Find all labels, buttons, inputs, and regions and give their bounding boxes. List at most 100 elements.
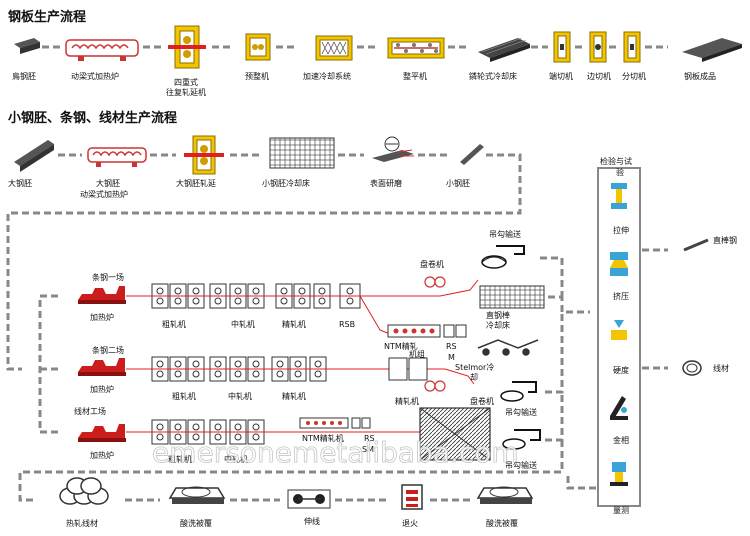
label-anneal: 退火 (402, 519, 418, 528)
label-pickle-1: 酸洗被覆 (180, 518, 212, 528)
title-billet: 小钢胚、条钢、线材生产流程 (8, 110, 177, 126)
label-inter-1: 中轧机 (231, 319, 255, 329)
label-coiler: 盘卷机 (420, 259, 444, 269)
billet-cooling-bed-icon (269, 137, 335, 169)
mill-feed-bracket (38, 294, 58, 434)
label-bloom-rolling: 大钢胚轧延 (176, 178, 216, 188)
label-stelmor-2: 却 (470, 372, 478, 382)
label-bar1: 条钢一场 (92, 272, 124, 282)
label-side-cut: 边切机 (587, 71, 611, 81)
label-wire-rod: 线材 (713, 363, 729, 373)
straight-bar-product-icon (683, 238, 709, 252)
label-rsm-c: SM (362, 445, 374, 454)
label-inter-3: 中轧机 (224, 454, 248, 464)
label-rsm-b: M (448, 353, 455, 362)
label-hook-1: 吊勾输送 (489, 229, 521, 239)
bloom-icon (14, 140, 54, 172)
label-divide-cut: 分切机 (622, 71, 646, 81)
label-inspection-2: 验 (616, 167, 624, 177)
label-rough-3: 粗轧机 (168, 454, 192, 464)
label-metallo: 金相 (613, 435, 629, 445)
label-cooling: 加速冷却系统 (303, 71, 351, 81)
wire-rod-product-icon (682, 360, 702, 376)
annealing-furnace-icon (401, 484, 423, 510)
label-billet-furnace-a: 大钢胚 (96, 178, 120, 188)
label-hot-wire: 热轧线材 (66, 518, 98, 528)
label-bar1-furnace: 加热炉 (90, 312, 114, 322)
label-leveler: 整平机 (403, 71, 427, 81)
label-hook-3: 吊勾输送 (505, 460, 537, 470)
hot-wire-coil-icon (59, 477, 109, 505)
label-wire-plant: 线材工场 (74, 406, 106, 416)
label-mill-a: 四重式 (174, 77, 198, 87)
label-rough-1: 粗轧机 (162, 319, 186, 329)
label-compress: 挤压 (613, 291, 629, 301)
label-ntm3: NTM精轧机 (302, 433, 344, 443)
grinding-icon (372, 136, 414, 162)
inspection-out-arrows (642, 248, 668, 370)
pre-leveler-icon (245, 33, 271, 61)
coiler-icon-2 (424, 380, 446, 392)
inspection-panel (597, 167, 641, 507)
watermark: emersonemetalibaba.com (152, 436, 519, 469)
label-billet: 小钢胚 (446, 178, 470, 188)
title-plate: 钢板生产流程 (8, 9, 86, 25)
label-billet-coolbed: 小钢胚冷却床 (262, 178, 310, 188)
label-finish-2: 精轧机 (282, 391, 306, 401)
label-bar2: 条钢二场 (92, 345, 124, 355)
billet-icon (460, 144, 484, 165)
label-ntm-2: 机组 (409, 349, 425, 359)
hook-conveyor-icon-1 (481, 245, 525, 269)
ntm-block-1 (387, 324, 467, 338)
label-inspection: 检验与试 (600, 156, 632, 166)
label-stelmor: Stelmor冷 (455, 362, 494, 372)
label-rough-2: 粗轧机 (172, 391, 196, 401)
label-wire-furnace: 加热炉 (90, 450, 114, 460)
label-hook-2: 吊勾输送 (505, 407, 537, 417)
walking-beam-furnace-icon (65, 39, 139, 61)
slab-icon (14, 38, 40, 54)
wire-drawing-icon (287, 489, 331, 509)
coiler-icon-1 (424, 276, 446, 288)
bloom-mill-icon (184, 135, 224, 175)
plate-product-icon (682, 38, 742, 62)
accelerated-cooling-icon (315, 35, 353, 61)
label-hardness: 硬度 (613, 365, 629, 375)
label-measure: 量测 (613, 506, 629, 515)
leveler-icon (387, 37, 445, 59)
tensile-test-icon (611, 183, 627, 209)
stelmor-conveyor-icon (419, 407, 491, 461)
label-furnace: 动梁式加热炉 (71, 71, 119, 81)
hook-conveyor-icon-3 (502, 429, 541, 450)
label-bloom: 大钢胚 (8, 178, 32, 188)
label-finish-3: 精轧机 (395, 396, 419, 406)
label-rsm-c-a: RS (364, 434, 375, 443)
metallography-icon (610, 396, 628, 420)
label-slab: 鳥钢胚 (12, 71, 36, 81)
label-straight-bar: 直棒钢 (713, 235, 737, 245)
label-drawing: 伸线 (304, 516, 320, 526)
hot-lines (126, 279, 479, 433)
disc-cooling-bed-icon (478, 37, 530, 62)
compression-test-icon (610, 252, 628, 276)
label-plate-product: 钢板成品 (684, 71, 716, 81)
bar2-furnace-icon (78, 358, 126, 376)
label-straight-2: 冷却床 (486, 320, 510, 330)
billet-furnace-icon (87, 147, 147, 167)
side-shear-icon (589, 31, 607, 63)
bar2-finish-extra (388, 357, 428, 381)
measurement-icon (610, 462, 628, 486)
straight-bar-coolbed-icon (479, 285, 545, 309)
wire-rollers-icon (477, 339, 539, 356)
label-grinding: 表面研磨 (370, 178, 402, 188)
label-inter-2: 中轧机 (228, 391, 252, 401)
end-shear-icon (553, 31, 571, 63)
pickling-icon-2 (476, 486, 534, 504)
label-pickle-2: 酸洗被覆 (486, 518, 518, 528)
label-coiler-2: 盘卷机 (470, 396, 494, 406)
label-preleveler: 预整机 (245, 71, 269, 81)
label-ntm: NTM精轧 (384, 341, 418, 351)
hardness-test-icon (611, 320, 627, 340)
